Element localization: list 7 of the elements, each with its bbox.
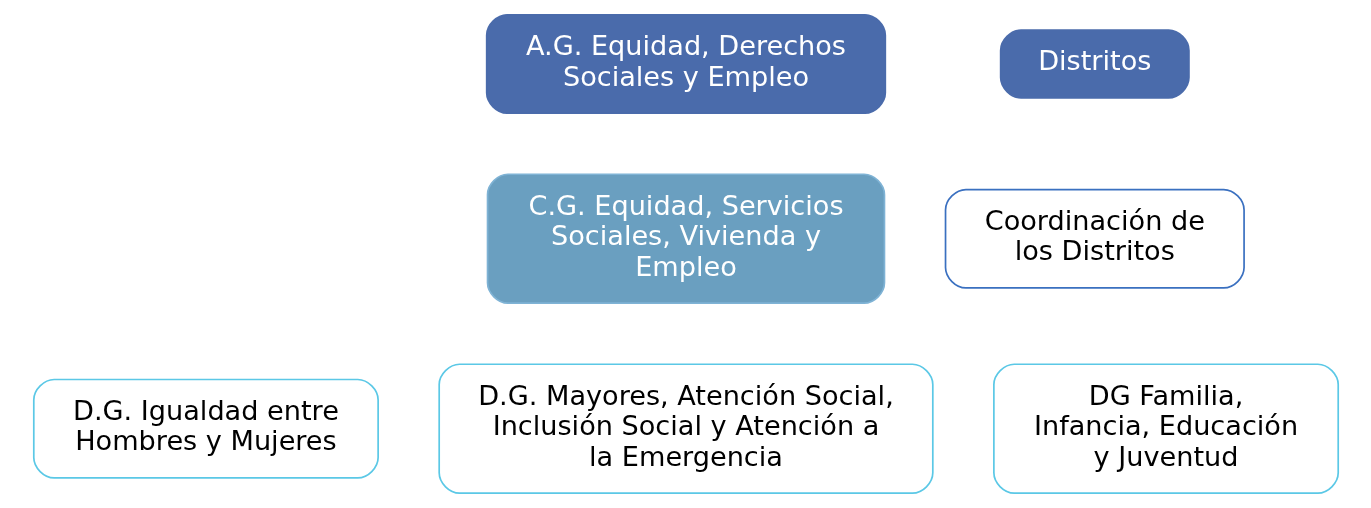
node-box: A.G. Equidad, Derechos Sociales y Empleo [485,14,886,115]
node-box: C.G. Equidad, Servicios Sociales, Vivienda y Empleo [486,173,885,305]
node-box: Coordinación de los Distritos [944,188,1245,289]
node-box: Distritos [999,29,1190,99]
node-box: D.G. Mayores, Atención Social, Inclusión Social y Atención a la Emergencia [437,363,934,495]
node-box: D.G. Igualdad entre Hombres y Mujeres [32,378,379,479]
node-box: DG Familia, Infancia, Educación y Juventud [992,363,1339,495]
